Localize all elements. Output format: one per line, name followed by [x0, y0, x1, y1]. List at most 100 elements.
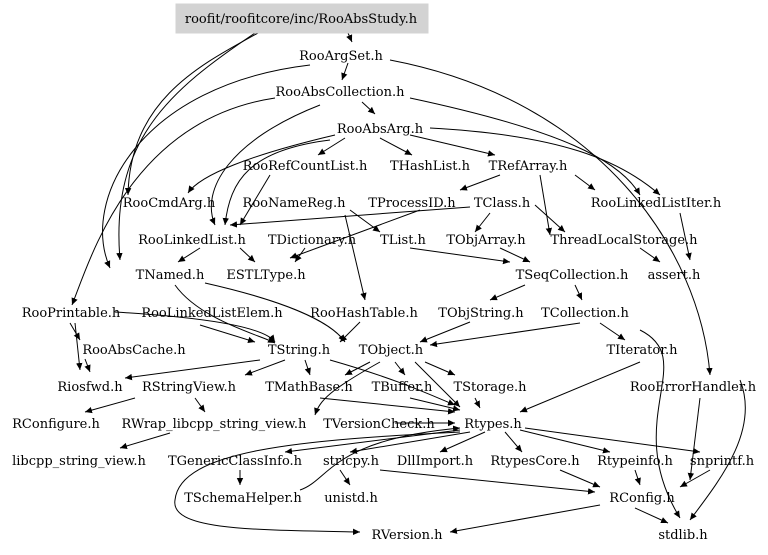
node-hashtable[interactable]: RooHashTable.h: [310, 306, 418, 321]
edge-absarg-refcount: [317, 137, 346, 156]
edge-tclass-tobjarray: [474, 212, 491, 233]
edge-root-argset: [346, 32, 353, 43]
edge-errhandler-stdlib: [689, 379, 746, 521]
edge-tstring-iosfwd: [124, 359, 261, 381]
edge-tstorage-rtypes: [474, 397, 481, 409]
node-rversion[interactable]: RVersion.h: [372, 528, 444, 543]
node-abscoll[interactable]: RooAbsCollection.h: [276, 85, 406, 100]
edge-printable-iosfwd: [74, 322, 83, 371]
node-strlcpy[interactable]: strlcpy.h: [323, 454, 380, 469]
edge-tobjarray-seqcoll: [499, 247, 531, 263]
edge-abscoll-printable: [71, 97, 276, 306]
node-rtypescore[interactable]: RtypesCore.h: [490, 454, 580, 469]
root-node-box: [175, 3, 429, 34]
node-iosfwd[interactable]: Riosfwd.h: [57, 380, 123, 395]
node-unistd[interactable]: unistd.h: [324, 491, 378, 506]
node-mathbase[interactable]: TMathBase.h: [265, 380, 353, 395]
node-tdict[interactable]: TDictionary.h: [268, 233, 357, 248]
edge-tobject-tversion: [314, 361, 381, 416]
edge-refarray-seqcoll: [539, 174, 553, 236]
edge-rconfig-stdlib: [634, 507, 669, 524]
node-argset[interactable]: RooArgSet.h: [299, 49, 383, 64]
edge-mathbase-rtypes: [319, 397, 456, 415]
node-tnamed[interactable]: TNamed.h: [136, 268, 205, 283]
node-hashlist[interactable]: THashList.h: [390, 159, 471, 174]
edge-absarg-refarray: [409, 134, 496, 157]
node-seqcoll[interactable]: TSeqCollection.h: [516, 268, 629, 283]
edge-namereg-hashtable: [344, 214, 367, 301]
node-rtypeinfo[interactable]: Rtypeinfo.h: [597, 454, 673, 469]
node-tversion[interactable]: TVersionCheck.h: [323, 417, 435, 432]
node-tgeneric[interactable]: TGenericClassInfo.h: [168, 454, 303, 469]
edge-threadlocal-assert: [639, 247, 661, 263]
node-rconfig[interactable]: RConfig.h: [609, 491, 675, 506]
node-llistelem[interactable]: RooLinkedListElem.h: [141, 306, 283, 321]
node-snprintf[interactable]: snprintf.h: [690, 454, 755, 469]
edge-stringview-rwrap: [194, 397, 206, 413]
node-dllimport[interactable]: DllImport.h: [397, 454, 474, 469]
edge-abscoll-llistiter: [409, 97, 641, 196]
node-refcount[interactable]: RooRefCountList.h: [243, 159, 368, 174]
edge-tbuffer-rtypes: [409, 397, 461, 412]
node-refarray[interactable]: TRefArray.h: [489, 159, 568, 174]
edge-llist-tnamed: [177, 247, 201, 263]
edge-seqcoll-tcollection: [574, 284, 583, 301]
node-tstring[interactable]: TString.h: [268, 343, 331, 358]
node-tobjarray[interactable]: TObjArray.h: [446, 233, 526, 248]
node-rconfigure[interactable]: RConfigure.h: [12, 417, 100, 432]
node-errhandler[interactable]: RooErrorHandler.h: [630, 380, 757, 395]
edge-root-cmdarg: [124, 32, 259, 196]
edge-root-tnamed: [116, 32, 256, 261]
node-tschema[interactable]: TSchemaHelper.h: [184, 491, 302, 506]
edge-refarray-llistiter: [574, 174, 596, 191]
edge-tdict-estl2: [294, 247, 306, 263]
node-assert[interactable]: assert.h: [648, 268, 701, 283]
edge-rtypes-tgeneric: [284, 429, 461, 455]
edge-refarray-processid: [459, 174, 501, 191]
edge-tobject-tbuffer: [394, 361, 406, 376]
node-threadlocal[interactable]: ThreadLocalStorage.h: [550, 233, 698, 248]
node-tobjstring[interactable]: TObjString.h: [438, 306, 524, 321]
edge-stringview-rconfigure: [84, 397, 136, 414]
node-libcpp[interactable]: libcpp_string_view.h: [12, 454, 146, 469]
dependency-edges: [69, 32, 746, 536]
node-stdlib[interactable]: stdlib.h: [658, 528, 708, 543]
node-tcollection[interactable]: TCollection.h: [541, 306, 629, 321]
node-tclass[interactable]: TClass.h: [474, 196, 531, 211]
edge-tclass-threadlocal: [534, 204, 566, 233]
edge-snprintf-rconfig: [679, 469, 711, 488]
edge-rtypes-rtypeinfo: [519, 429, 611, 454]
node-namereg[interactable]: RooNameReg.h: [243, 196, 347, 211]
node-llist[interactable]: RooLinkedList.h: [138, 233, 246, 248]
edge-refcount-llist: [239, 174, 271, 226]
edge-titerator-rtypes: [519, 361, 641, 413]
node-cmdarg[interactable]: RooCmdArg.h: [123, 196, 216, 211]
edge-tcollection-titerator: [599, 322, 626, 341]
node-tstorage[interactable]: TStorage.h: [453, 380, 527, 395]
edge-llistelem-tstring: [199, 324, 256, 343]
node-tbuffer[interactable]: TBuffer.h: [372, 380, 433, 395]
edge-abscoll-absarg: [361, 101, 376, 115]
edge-strlcpy-unistd: [339, 469, 351, 486]
edge-rtypescore-rconfig: [559, 469, 601, 488]
node-root[interactable]: roofit/roofitcore/inc/RooAbsStudy.h: [185, 12, 418, 27]
edge-tobject-tstorage: [424, 361, 456, 376]
node-estl[interactable]: ESTLType.h: [226, 268, 306, 283]
edge-tnamed-tobject: [204, 282, 346, 343]
node-absarg[interactable]: RooAbsArg.h: [337, 122, 424, 137]
node-printable[interactable]: RooPrintable.h: [22, 306, 121, 321]
edge-hashtable-tstring: [339, 321, 361, 343]
node-titerator[interactable]: TIterator.h: [606, 343, 678, 358]
node-tlist[interactable]: TList.h: [380, 233, 426, 248]
node-rwrap[interactable]: RWrap_libcpp_string_view.h: [122, 417, 308, 432]
node-llistiter[interactable]: RooLinkedListIter.h: [591, 196, 722, 211]
node-labels: roofit/roofitcore/inc/RooAbsStudy.h RooA…: [12, 12, 757, 543]
node-rtypes[interactable]: Rtypes.h: [464, 417, 522, 432]
node-stringview[interactable]: RStringView.h: [142, 380, 237, 395]
edge-argset-errhandler: [389, 59, 713, 376]
edge-errhandler-rconfig: [687, 397, 701, 481]
node-tobject[interactable]: TObject.h: [359, 343, 424, 358]
edge-llist-estl: [239, 247, 256, 263]
node-processid[interactable]: TProcessID.h: [368, 196, 456, 211]
node-abscache[interactable]: RooAbsCache.h: [82, 343, 186, 358]
